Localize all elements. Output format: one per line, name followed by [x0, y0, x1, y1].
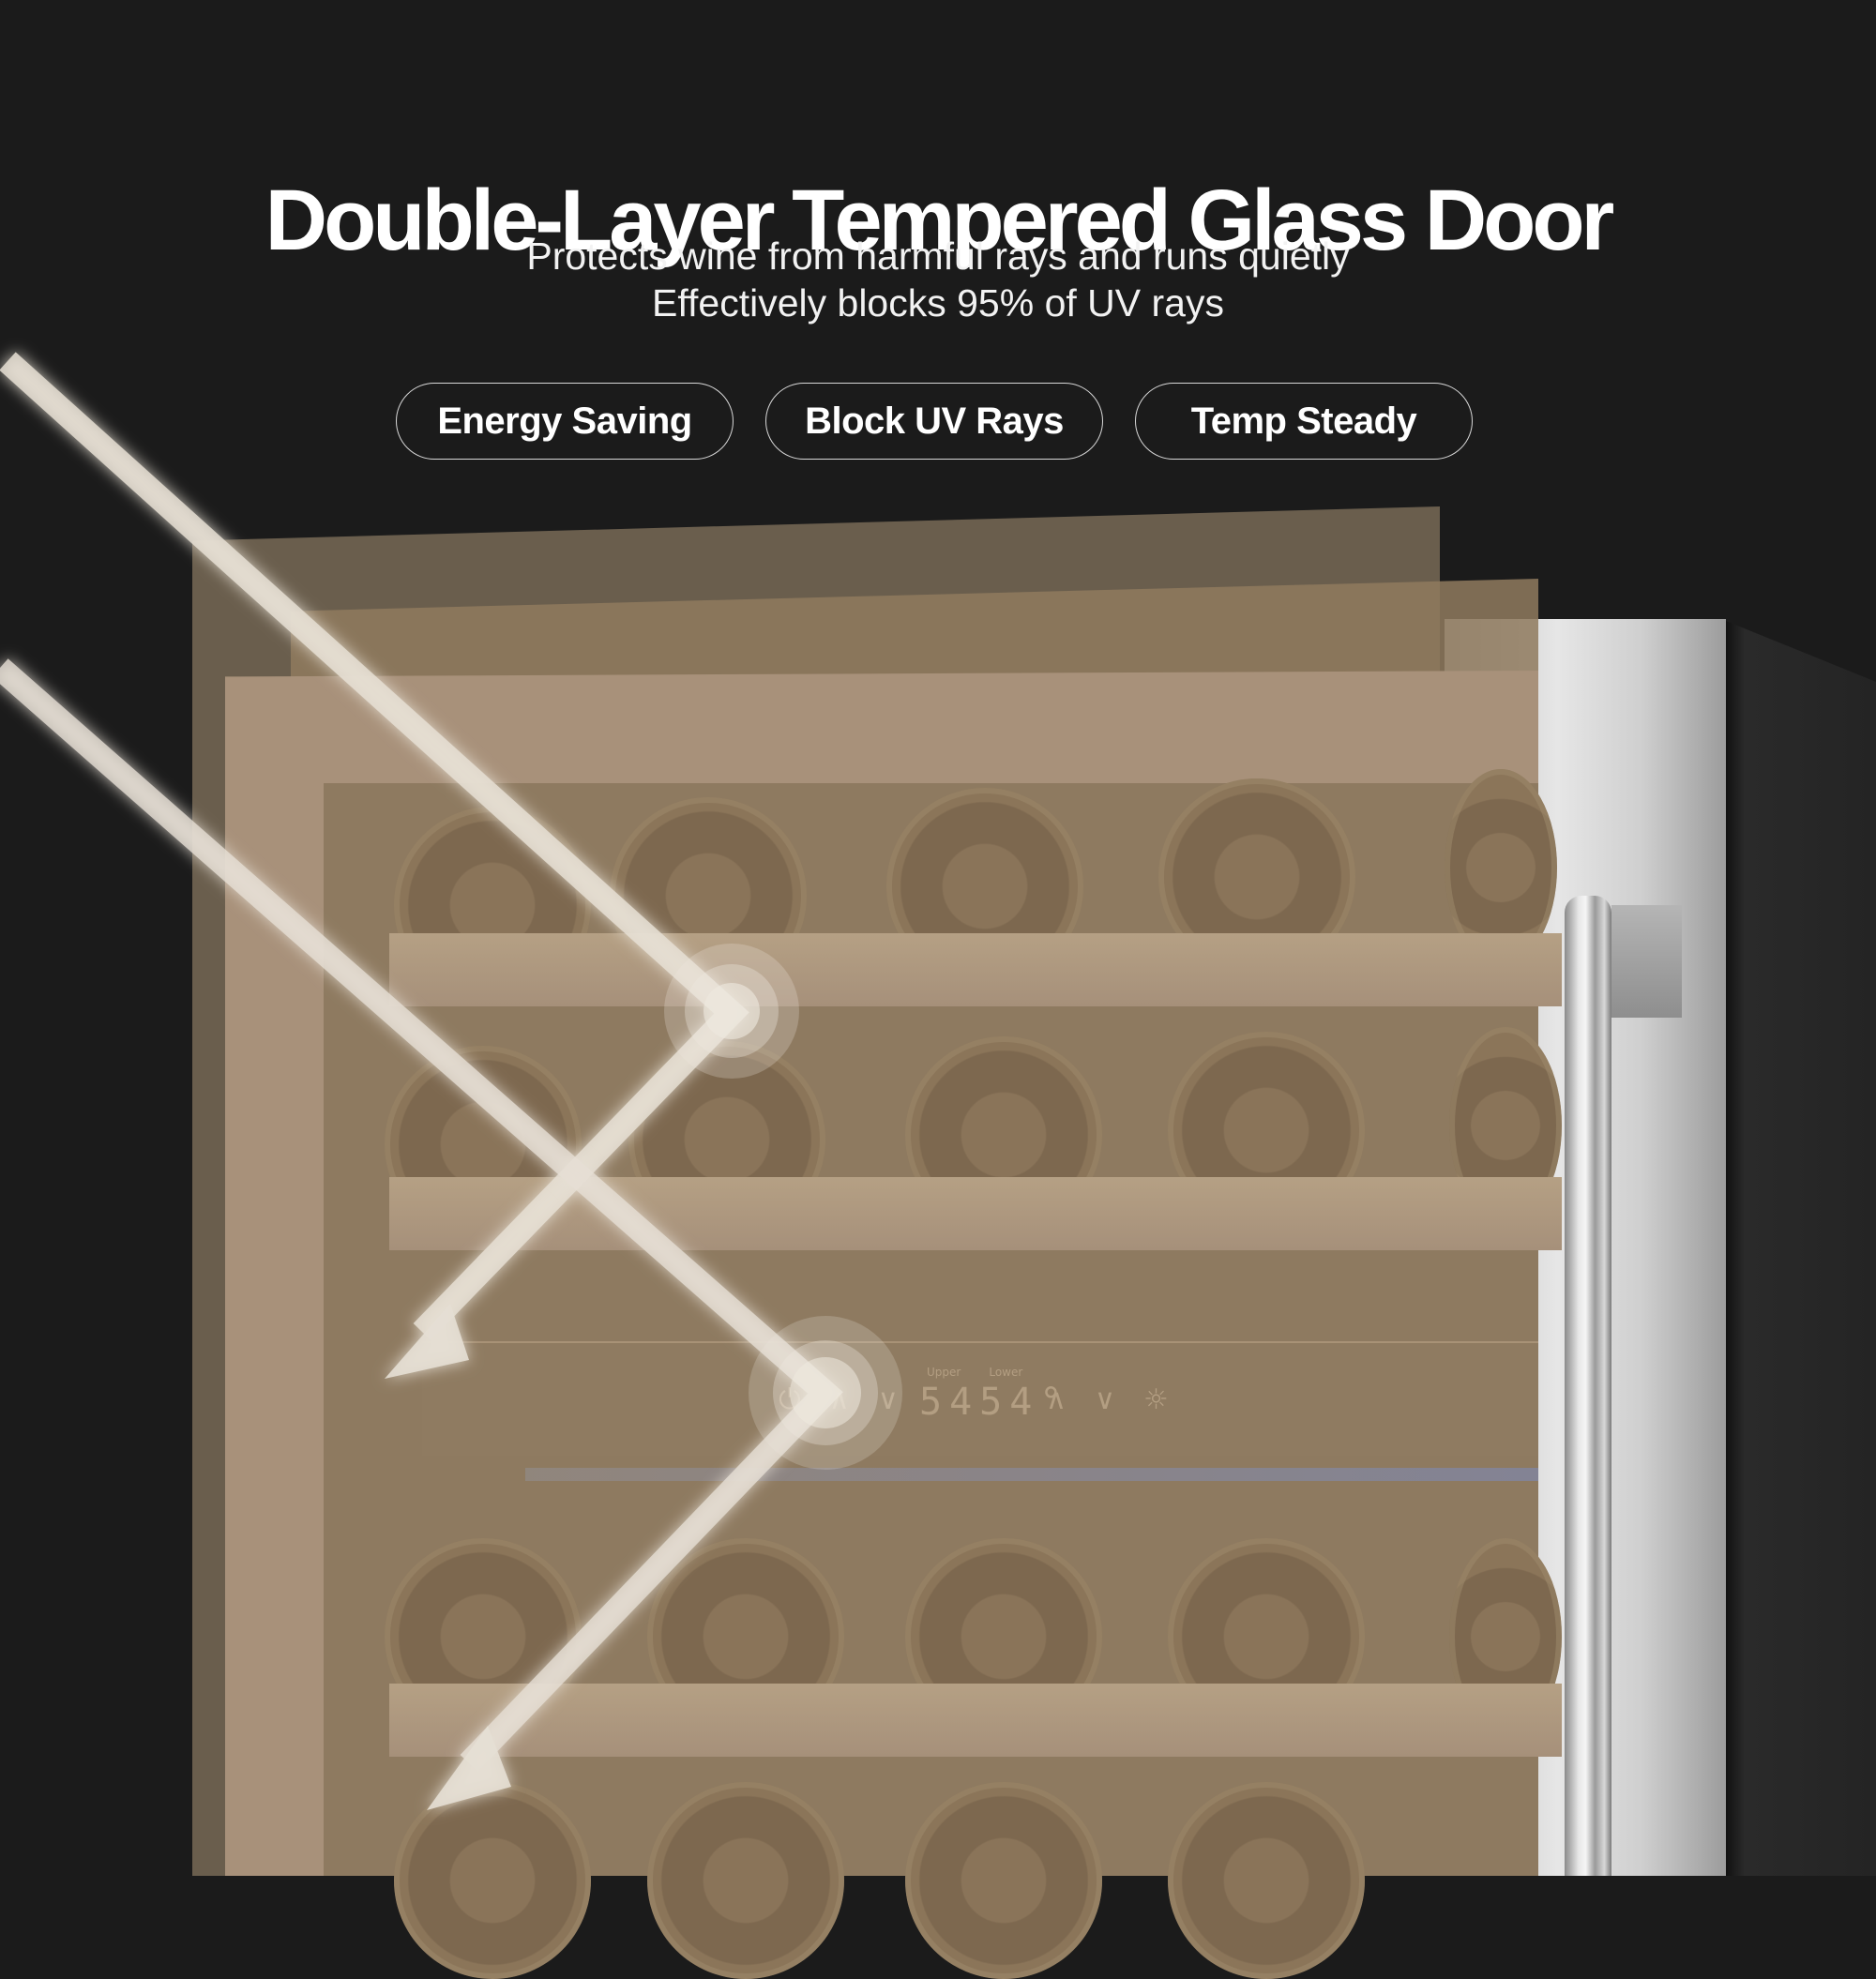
down-arrow-icon[interactable]: ∨ [877, 1383, 899, 1416]
wine-bottle [1168, 1538, 1365, 1735]
wine-bottle [905, 1538, 1102, 1735]
subtitle-line-1: Protects wine from harmful rays and runs… [526, 234, 1350, 278]
temperature-readout: 5454° [919, 1381, 1069, 1424]
up-arrow-icon[interactable]: ∧ [1046, 1383, 1067, 1416]
page-title: Double-Layer Tempered Glass Door [265, 172, 1615, 268]
wine-bottle [628, 1041, 825, 1238]
wine-bottle [905, 1036, 1102, 1233]
light-icon[interactable]: ☼ [1142, 1383, 1169, 1416]
badge-temp-steady: Temp Steady [1135, 383, 1473, 460]
control-panel-right-buttons: ∧ ∨ ☼ [1046, 1383, 1169, 1416]
zone-labels: Upper Lower [927, 1366, 1022, 1379]
wooden-shelf [389, 1684, 1562, 1757]
wine-bottle [1168, 1782, 1365, 1979]
wine-bottle [1449, 1538, 1562, 1735]
door-interior-frame [225, 671, 1538, 1876]
control-panel [422, 1341, 1538, 1456]
up-arrow-icon[interactable]: ∧ [828, 1383, 850, 1416]
arrow-head-icon [427, 1726, 511, 1810]
arrow-head-icon [385, 1304, 469, 1379]
wine-bottle [886, 788, 1083, 985]
subtitle: Protects wine from harmful rays and runs… [0, 233, 1876, 326]
reflection-point-lower [749, 1316, 902, 1470]
down-arrow-icon[interactable]: ∨ [1094, 1383, 1115, 1416]
wine-bottle [385, 1538, 582, 1735]
wine-bottle [1158, 778, 1355, 975]
cabinet-side-panel [1721, 619, 1876, 1876]
stainless-door-frame [1445, 619, 1726, 1876]
reflection-point-upper [664, 944, 799, 1079]
ray-lower [0, 658, 843, 1810]
control-panel-left-buttons: ⏻ ∧ ∨ [779, 1383, 899, 1416]
outer-glass-layer [192, 506, 1440, 1876]
handle-mount [1611, 905, 1682, 1018]
subtitle-line-2: Effectively blocks 95% of UV rays [652, 281, 1224, 325]
degree-symbol: ° [1039, 1381, 1070, 1424]
wine-bottle [1445, 769, 1557, 966]
upper-zone-label: Upper [927, 1366, 961, 1379]
lower-temp: 54 [979, 1381, 1040, 1424]
cooler-cavity [324, 783, 1538, 1876]
lower-zone-label: Lower [989, 1366, 1023, 1379]
wine-bottle [647, 1782, 844, 1979]
ray-upper [0, 352, 749, 1379]
led-light-strip [525, 1468, 1538, 1481]
wine-bottle [1168, 1032, 1365, 1229]
badge-energy-saving: Energy Saving [396, 383, 734, 460]
upper-temp: 54 [919, 1381, 980, 1424]
wine-bottle [1449, 1027, 1562, 1224]
wine-bottle [610, 797, 807, 994]
power-icon[interactable]: ⏻ [779, 1383, 801, 1416]
badge-block-uv-rays: Block UV Rays [765, 383, 1103, 460]
door-handle[interactable] [1565, 896, 1611, 1876]
wine-bottle [394, 807, 591, 1004]
inner-glass-layer [291, 579, 1538, 1876]
wine-bottle [394, 1782, 591, 1979]
wine-bottle [647, 1538, 844, 1735]
wine-bottle [385, 1046, 582, 1243]
wooden-shelf [389, 933, 1562, 1006]
wooden-shelf [389, 1177, 1562, 1250]
wine-bottle [905, 1782, 1102, 1979]
feature-badges: Energy Saving Block UV Rays Temp Steady [396, 383, 1473, 460]
